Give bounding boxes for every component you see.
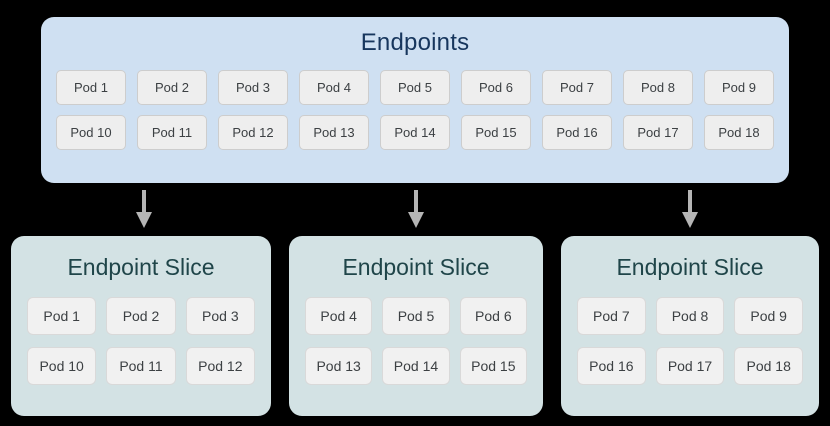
endpoint-slice-pod-grid: Pod 1 Pod 2 Pod 3 Pod 10 Pod 11 Pod 12 bbox=[27, 297, 255, 385]
endpoint-slice-title: Endpoint Slice bbox=[342, 254, 490, 280]
pod-chip[interactable]: Pod 16 bbox=[577, 347, 646, 385]
endpoint-slice-pod-row-1: Pod 1 Pod 2 Pod 3 bbox=[27, 297, 255, 335]
pod-chip[interactable]: Pod 6 bbox=[459, 297, 527, 335]
pod-chip[interactable]: Pod 3 bbox=[218, 70, 288, 105]
pod-chip[interactable]: Pod 11 bbox=[137, 115, 207, 150]
arrow-down-icon bbox=[405, 190, 427, 228]
endpoint-slice-title: Endpoint Slice bbox=[67, 254, 215, 280]
endpoint-slice-pod-row-2: Pod 10 Pod 11 Pod 12 bbox=[27, 347, 255, 385]
pod-chip[interactable]: Pod 5 bbox=[380, 70, 450, 105]
endpoint-slice-pod-grid: Pod 7 Pod 8 Pod 9 Pod 16 Pod 17 Pod 18 bbox=[577, 297, 804, 385]
pod-chip[interactable]: Pod 10 bbox=[56, 115, 126, 150]
pod-chip[interactable]: Pod 18 bbox=[704, 115, 774, 150]
endpoint-slice-pod-row-2: Pod 16 Pod 17 Pod 18 bbox=[577, 347, 804, 385]
pod-chip[interactable]: Pod 15 bbox=[459, 347, 527, 385]
pod-chip[interactable]: Pod 16 bbox=[542, 115, 612, 150]
endpoints-pod-grid: Pod 1 Pod 2 Pod 3 Pod 4 Pod 5 Pod 6 Pod … bbox=[56, 70, 774, 150]
pod-chip[interactable]: Pod 9 bbox=[704, 70, 774, 105]
pod-chip[interactable]: Pod 2 bbox=[137, 70, 207, 105]
endpoints-box: Endpoints Pod 1 Pod 2 Pod 3 Pod 4 Pod 5 … bbox=[41, 17, 789, 183]
endpoints-pod-row-1: Pod 1 Pod 2 Pod 3 Pod 4 Pod 5 Pod 6 Pod … bbox=[56, 70, 774, 105]
pod-chip[interactable]: Pod 11 bbox=[106, 347, 176, 385]
pod-chip[interactable]: Pod 8 bbox=[655, 297, 725, 335]
pod-chip[interactable]: Pod 13 bbox=[305, 347, 373, 385]
endpoint-slice-title: Endpoint Slice bbox=[616, 254, 764, 280]
endpoint-slice-box-1: Endpoint Slice Pod 1 Pod 2 Pod 3 Pod 10 … bbox=[11, 236, 271, 416]
pod-chip[interactable]: Pod 1 bbox=[27, 297, 97, 335]
pod-chip[interactable]: Pod 12 bbox=[218, 115, 288, 150]
pod-chip[interactable]: Pod 14 bbox=[380, 115, 450, 150]
pod-chip[interactable]: Pod 17 bbox=[655, 347, 725, 385]
endpoint-slice-box-2: Endpoint Slice Pod 4 Pod 5 Pod 6 Pod 13 … bbox=[289, 236, 543, 416]
pod-chip[interactable]: Pod 6 bbox=[461, 70, 531, 105]
pod-chip[interactable]: Pod 3 bbox=[185, 297, 255, 335]
pod-chip[interactable]: Pod 15 bbox=[461, 115, 531, 150]
pod-chip[interactable]: Pod 4 bbox=[305, 297, 373, 335]
pod-chip[interactable]: Pod 13 bbox=[299, 115, 369, 150]
pod-chip[interactable]: Pod 4 bbox=[299, 70, 369, 105]
pod-chip[interactable]: Pod 18 bbox=[734, 347, 804, 385]
endpoint-slice-pod-row-2: Pod 13 Pod 14 Pod 15 bbox=[305, 347, 527, 385]
endpoints-title: Endpoints bbox=[360, 29, 470, 56]
arrow-down-icon bbox=[133, 190, 155, 228]
pod-chip[interactable]: Pod 1 bbox=[56, 70, 126, 105]
endpoint-slice-pod-grid: Pod 4 Pod 5 Pod 6 Pod 13 Pod 14 Pod 15 bbox=[305, 297, 527, 385]
pod-chip[interactable]: Pod 17 bbox=[623, 115, 693, 150]
endpoint-slice-box-3: Endpoint Slice Pod 7 Pod 8 Pod 9 Pod 16 … bbox=[561, 236, 819, 416]
endpoint-slice-pod-row-1: Pod 4 Pod 5 Pod 6 bbox=[305, 297, 527, 335]
pod-chip[interactable]: Pod 5 bbox=[382, 297, 450, 335]
pod-chip[interactable]: Pod 2 bbox=[106, 297, 176, 335]
endpoint-slice-pod-row-1: Pod 7 Pod 8 Pod 9 bbox=[577, 297, 804, 335]
pod-chip[interactable]: Pod 9 bbox=[734, 297, 804, 335]
pod-chip[interactable]: Pod 8 bbox=[623, 70, 693, 105]
pod-chip[interactable]: Pod 7 bbox=[577, 297, 646, 335]
pod-chip[interactable]: Pod 14 bbox=[382, 347, 450, 385]
pod-chip[interactable]: Pod 7 bbox=[542, 70, 612, 105]
arrow-down-icon bbox=[679, 190, 701, 228]
pod-chip[interactable]: Pod 10 bbox=[27, 347, 97, 385]
endpoints-pod-row-2: Pod 10 Pod 11 Pod 12 Pod 13 Pod 14 Pod 1… bbox=[56, 115, 774, 150]
pod-chip[interactable]: Pod 12 bbox=[185, 347, 255, 385]
